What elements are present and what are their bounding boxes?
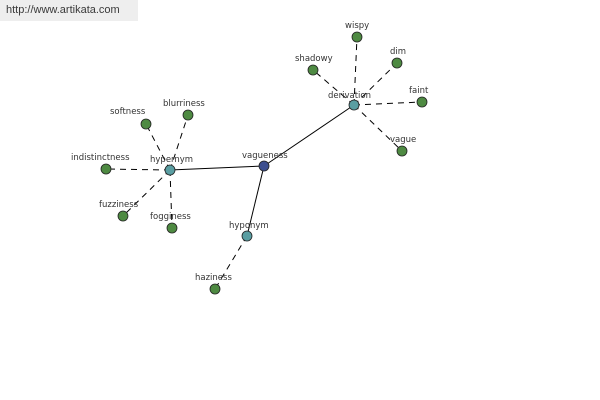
edge-vagueness-hypernym [169,165,265,171]
node-label-vague: vague [390,135,416,145]
edge-vagueness-derivation [263,104,355,167]
node-derivation[interactable] [348,99,360,111]
node-label-blurriness: blurriness [163,99,205,109]
node-fuzziness[interactable] [117,210,129,222]
node-label-haziness: haziness [195,273,232,283]
node-dim[interactable] [391,57,403,69]
source-url-watermark[interactable]: http://www.artikata.com [0,0,138,21]
edge-hypernym-fogginess [169,169,173,229]
edge-hypernym-indistinctness [105,168,171,171]
edge-hypernym-blurriness [169,114,189,171]
edge-derivation-faint [353,101,423,106]
node-faint[interactable] [416,96,428,108]
node-label-shadowy: shadowy [295,54,333,64]
node-indistinctness[interactable] [100,163,112,175]
node-label-hyponym: hyponym [229,221,269,231]
node-label-derivation: derivation [328,91,371,101]
node-label-fogginess: fogginess [150,212,191,222]
node-label-wispy: wispy [345,21,369,31]
edge-derivation-vague [353,104,403,152]
node-vague[interactable] [396,145,408,157]
node-haziness[interactable] [209,283,221,295]
node-fogginess[interactable] [166,222,178,234]
edge-vagueness-hyponym [246,165,265,237]
node-label-hypernym: hypernym [150,155,193,165]
node-blurriness[interactable] [182,109,194,121]
edges-layer [105,36,423,290]
node-label-softness: softness [110,107,146,117]
node-vagueness[interactable] [258,160,270,172]
nodes-layer [100,31,428,295]
node-label-indistinctness: indistinctness [71,153,130,163]
edge-derivation-shadowy [312,69,355,106]
node-shadowy[interactable] [307,64,319,76]
node-label-vagueness: vagueness [242,151,288,161]
edge-hypernym-softness [145,123,171,171]
node-hypernym[interactable] [164,164,176,176]
node-softness[interactable] [140,118,152,130]
node-wispy[interactable] [351,31,363,43]
node-label-dim: dim [390,47,406,57]
node-label-faint: faint [409,86,429,96]
node-label-fuzziness: fuzziness [99,200,139,210]
node-hyponym[interactable] [241,230,253,242]
edge-derivation-wispy [353,36,358,106]
labels-layer: vagueness hypernym derivation hyponym softne… [71,21,429,283]
